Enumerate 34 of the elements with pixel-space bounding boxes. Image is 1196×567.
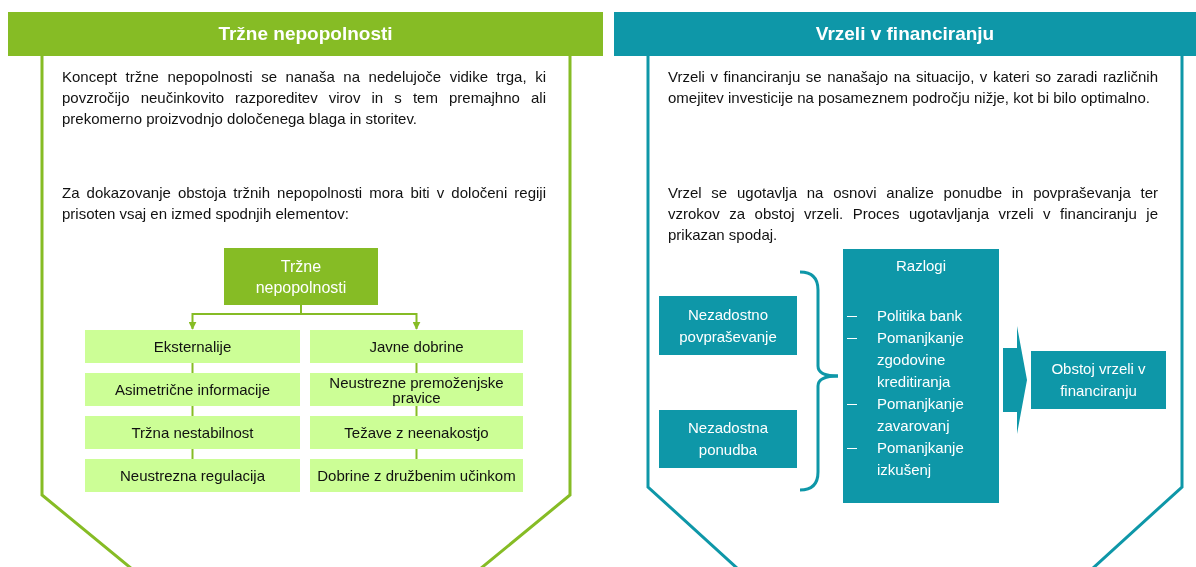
connector-line — [191, 448, 194, 460]
arrow — [300, 304, 421, 330]
connector-line — [191, 362, 194, 374]
paragraph: Vrzeli v financiranju se nanašajo na situacijo, v kateri so zaradi različnih omejitev investicije na posameznem področju nižje, kot bi bilo optimalno. — [668, 67, 1158, 108]
root-box: Tržne nepopolnosti — [224, 248, 378, 305]
category-box: Težave z neenakostjo — [310, 416, 523, 449]
pentagon-panel — [8, 12, 603, 567]
list-item: Pomanjkanje zavarovanj — [877, 395, 964, 434]
process-box: Obstoj vrzeli v financiranju — [1031, 351, 1166, 409]
reasons-box — [843, 249, 999, 503]
panel-title: Vrzeli v financiranju — [614, 12, 1196, 56]
paragraph: Koncept tržne nepopolnosti se nanaša na nedelujoče vidike trga, ki povzročijo neučinkovito razporeditev virov in s tem premajhno ali prekomerno proizvodnjo določenega blaga in storitev. — [62, 67, 546, 129]
connector-line — [415, 362, 418, 374]
category-box: Neustrezne premoženjske pravice — [310, 373, 523, 406]
block-arrow — [1003, 326, 1027, 434]
category-box: Asimetrične informacije — [85, 373, 300, 406]
list-item: Pomanjkanje izkušenj — [877, 439, 964, 478]
connector-line — [415, 448, 418, 460]
connector-line — [191, 405, 194, 417]
pentagon-panel — [614, 12, 1196, 567]
category-box: Javne dobrine — [310, 330, 523, 363]
paragraph: Vrzel se ugotavlja na osnovi analize ponudbe in povpraševanja ter vzrokov za obstoj vrzeli. Proces ugotavljanja vrzeli v financiranju je prikazan spodaj. — [668, 183, 1158, 245]
list-item: Pomanjkanje zgodovine kreditiranja — [877, 329, 964, 390]
category-box: Neustrezna regulacija — [85, 459, 300, 492]
category-box: Dobrine z družbenim učinkom — [310, 459, 523, 492]
panel-title: Tržne nepopolnosti — [8, 12, 603, 56]
paragraph: Za dokazovanje obstoja tržnih nepopolnosti mora biti v določeni regiji prisoten vsaj en izmed spodnjih elementov: — [62, 183, 546, 224]
box-heading: Razlogi — [895, 256, 947, 276]
list-item: Politika bank — [877, 307, 963, 324]
process-box: Nezadostna ponudba — [659, 410, 797, 468]
category-box: Eksternalije — [85, 330, 300, 363]
process-box: Nezadostno povpraševanje — [659, 296, 797, 355]
connector-line — [415, 405, 418, 417]
category-box: Tržna nestabilnost — [85, 416, 300, 449]
